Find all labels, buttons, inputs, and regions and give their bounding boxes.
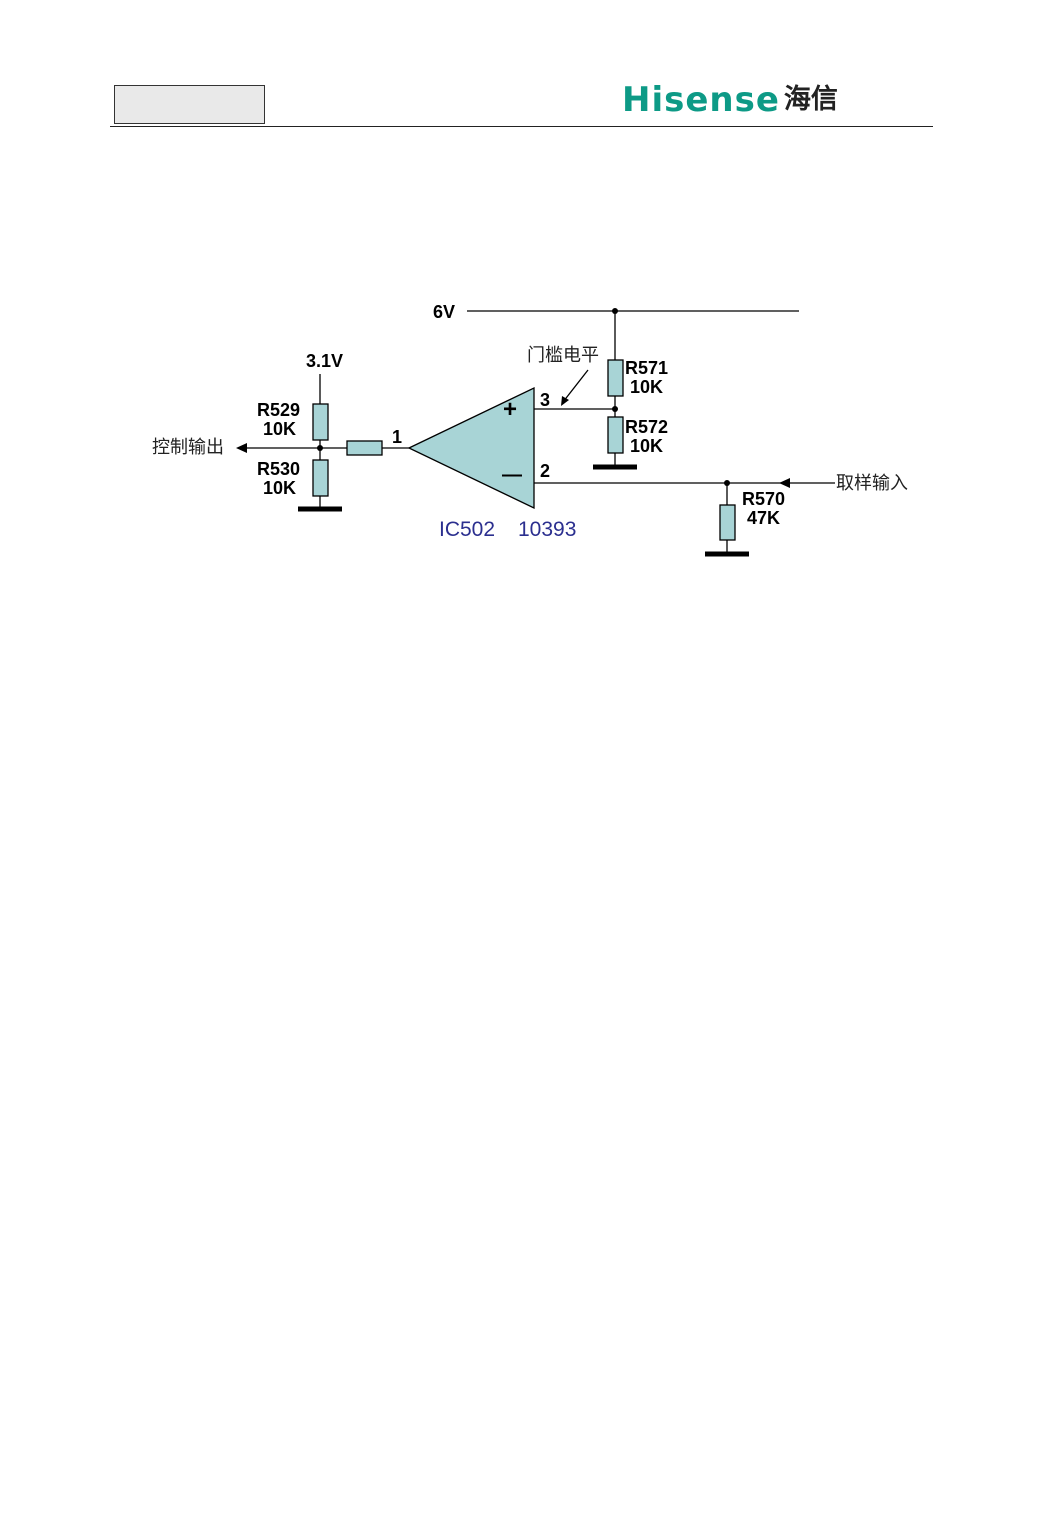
sample-input-label: 取样输入: [836, 473, 908, 494]
r571-name: R571: [625, 358, 668, 378]
r530-name: R530: [257, 459, 300, 479]
resistor-series-output: [347, 441, 382, 455]
r570-name: R570: [742, 489, 785, 509]
label-6v: 6V: [433, 302, 455, 322]
pin2-label: 2: [540, 461, 550, 481]
r529-value: 10K: [263, 419, 296, 439]
plus-sign: +: [503, 396, 517, 423]
threshold-arrow-head: [561, 396, 569, 406]
label-3v1: 3.1V: [306, 351, 343, 371]
r529-name: R529: [257, 400, 300, 420]
pin1-label: 1: [392, 427, 402, 447]
threshold-arrow-line: [563, 370, 588, 402]
sample-input-arrow: [779, 478, 790, 488]
resistor-r570: [720, 505, 735, 540]
pin3-label: 3: [540, 390, 550, 410]
control-output-label: 控制输出: [152, 437, 224, 458]
threshold-level-label: 门槛电平: [527, 345, 599, 366]
resistor-r530: [313, 460, 328, 496]
resistor-r572: [608, 417, 623, 453]
control-output-arrow: [236, 443, 247, 453]
r570-value: 47K: [747, 508, 780, 528]
r571-value: 10K: [630, 377, 663, 397]
resistor-r571: [608, 360, 623, 396]
resistor-r529: [313, 404, 328, 440]
ic-name-label: IC502: [439, 518, 495, 541]
ic-part-label: 10393: [518, 518, 576, 541]
r572-name: R572: [625, 417, 668, 437]
r572-value: 10K: [630, 436, 663, 456]
minus-sign: —: [502, 464, 522, 486]
r530-value: 10K: [263, 478, 296, 498]
